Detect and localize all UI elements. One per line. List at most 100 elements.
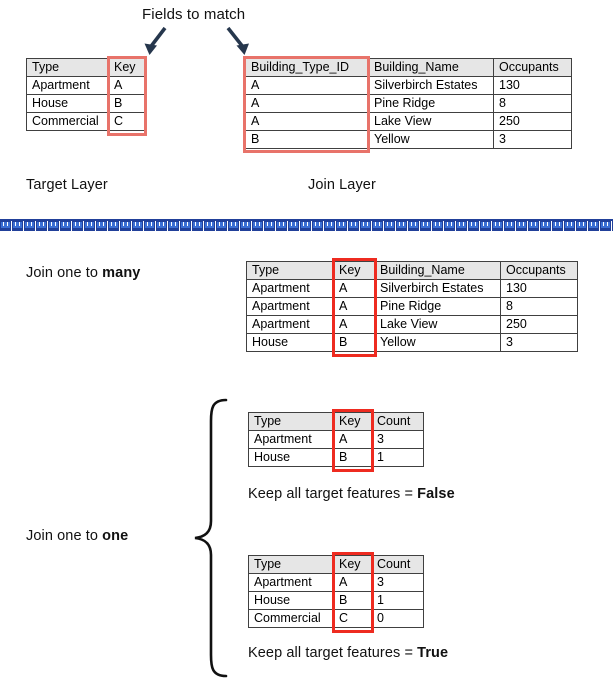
cell-occupants: 8 [500,297,578,316]
cell-occupants: 3 [493,130,572,149]
column-header-type: Type [26,58,109,77]
cell-building-type-id: A [245,76,369,95]
cell-count: 1 [371,448,424,467]
one-to-many-result-table-wrap: Type Key Building_Name Occupants Apartme… [246,258,578,357]
join-one-to-one-brace-icon [190,397,232,679]
column-header-key: Key [108,58,145,77]
join-one-to-many-prefix: Join one to [26,265,103,281]
keep-all-true-emphasis: True [417,645,449,661]
table-header-row: Type Key Count [248,555,424,574]
table-row: A Lake View 250 [245,112,572,131]
join-layer-table: Building_Type_ID Building_Name Occupants… [245,58,572,149]
table-row: A Silverbirch Estates 130 [245,76,572,95]
cell-occupants: 3 [500,333,578,352]
cell-type: Apartment [248,430,334,449]
target-layer-table-wrap: Type Key Apartment A House B Commercial … [26,56,147,136]
cell-type: House [248,591,334,610]
cell-type: Apartment [246,315,334,334]
table-row: Apartment A Lake View 250 [246,315,578,334]
column-header-building-name: Building_Name [374,261,501,280]
join-layer-caption: Join Layer [308,177,376,193]
target-layer-table: Type Key Apartment A House B Commercial … [26,58,145,131]
table-header-row: Type Key Count [248,412,424,431]
one-to-one-true-table-wrap: Type Key Count Apartment A 3 House B 1 C… [248,552,424,633]
join-one-to-one-prefix: Join one to [26,528,103,544]
table-row: Commercial C 0 [248,609,424,628]
cell-key: A [333,297,375,316]
column-header-key: Key [333,412,372,431]
cell-occupants: 250 [493,112,572,131]
cell-occupants: 8 [493,94,572,113]
table-header-row: Building_Type_ID Building_Name Occupants [245,58,572,77]
cell-occupants: 250 [500,315,578,334]
column-header-building-type-id: Building_Type_ID [245,58,369,77]
cell-building-type-id: A [245,94,369,113]
column-header-key: Key [333,261,375,280]
column-header-key: Key [333,555,372,574]
target-layer-caption: Target Layer [26,177,108,193]
table-row: Apartment A [26,76,145,95]
cell-key: A [333,430,372,449]
table-header-row: Type Key [26,58,145,77]
arrow-to-join-key-icon [222,26,254,58]
cell-building-name: Lake View [368,112,494,131]
cell-key: A [333,315,375,334]
join-one-to-one-label: Join one to one [26,528,128,544]
cell-key: A [108,76,145,95]
table-row: Commercial C [26,112,145,131]
one-to-one-false-table: Type Key Count Apartment A 3 House B 1 [248,412,424,467]
section-divider [0,219,613,231]
cell-key: B [333,333,375,352]
cell-key: B [333,591,372,610]
cell-building-name: Pine Ridge [368,94,494,113]
one-to-one-false-table-wrap: Type Key Count Apartment A 3 House B 1 [248,409,424,472]
table-row: House B 1 [248,448,424,467]
cell-count: 0 [371,609,424,628]
cell-type: House [246,333,334,352]
join-one-to-many-emphasis: many [102,265,141,281]
keep-all-true-label: Keep all target features = True [248,645,448,661]
table-row: House B Yellow 3 [246,333,578,352]
column-header-type: Type [248,555,334,574]
cell-type: Commercial [248,609,334,628]
column-header-type: Type [248,412,334,431]
keep-all-true-prefix: Keep all target features = [248,645,418,661]
column-header-occupants: Occupants [493,58,572,77]
cell-count: 1 [371,591,424,610]
cell-key: A [333,279,375,298]
cell-building-name: Yellow [368,130,494,149]
cell-key: B [108,94,145,113]
table-row: A Pine Ridge 8 [245,94,572,113]
cell-building-name: Yellow [374,333,501,352]
cell-type: Commercial [26,112,109,131]
cell-building-name: Silverbirch Estates [368,76,494,95]
cell-type: Apartment [248,573,334,592]
cell-occupants: 130 [500,279,578,298]
one-to-many-result-table: Type Key Building_Name Occupants Apartme… [246,261,578,352]
one-to-one-true-table: Type Key Count Apartment A 3 House B 1 C… [248,555,424,628]
cell-key: C [333,609,372,628]
cell-building-type-id: A [245,112,369,131]
table-row: Apartment A Silverbirch Estates 130 [246,279,578,298]
join-one-to-one-emphasis: one [102,528,129,544]
cell-type: Apartment [26,76,109,95]
cell-type: Apartment [246,297,334,316]
cell-occupants: 130 [493,76,572,95]
column-header-count: Count [371,555,424,574]
column-header-type: Type [246,261,334,280]
table-header-row: Type Key Building_Name Occupants [246,261,578,280]
keep-all-false-prefix: Keep all target features = [248,486,418,502]
cell-count: 3 [371,430,424,449]
table-row: Apartment A 3 [248,573,424,592]
join-one-to-many-label: Join one to many [26,265,140,281]
arrow-to-target-key-icon [140,26,172,58]
join-layer-table-wrap: Building_Type_ID Building_Name Occupants… [243,56,572,153]
table-row: House B [26,94,145,113]
cell-building-type-id: B [245,130,369,149]
keep-all-false-label: Keep all target features = False [248,486,455,502]
cell-building-name: Pine Ridge [374,297,501,316]
table-row: House B 1 [248,591,424,610]
cell-key: B [333,448,372,467]
keep-all-false-emphasis: False [417,486,455,502]
column-header-count: Count [371,412,424,431]
